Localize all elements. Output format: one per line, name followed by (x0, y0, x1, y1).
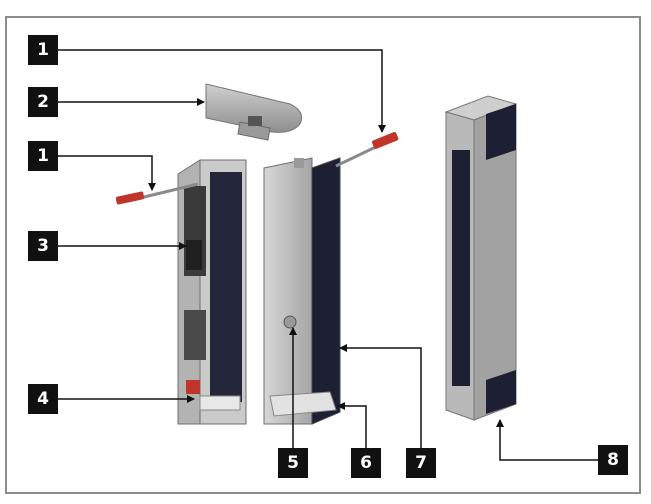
middle-assembly-part (263, 157, 341, 425)
callout-3: 3 (28, 231, 58, 261)
callout-2: 2 (28, 87, 58, 117)
leader-line-1-left (58, 155, 156, 191)
callout-5: 5 (278, 448, 308, 478)
left-assembly-part (177, 159, 247, 425)
callout-7: 7 (406, 448, 436, 478)
leader-line-1-top (58, 49, 386, 133)
top-screw-part (335, 132, 399, 168)
leader-line-8 (496, 419, 598, 461)
callout-4: 4 (28, 384, 58, 414)
left-screw-part (115, 182, 199, 205)
callout-8: 8 (598, 445, 628, 475)
right-housing-part (444, 95, 518, 421)
callout-6: 6 (351, 448, 381, 478)
leader-lines (58, 49, 598, 461)
leader-line-6 (337, 402, 367, 448)
callout-1-top: 1 (28, 35, 58, 65)
callout-1-left: 1 (28, 141, 58, 171)
top-cap-part (205, 83, 303, 141)
leader-line-7 (339, 344, 422, 448)
